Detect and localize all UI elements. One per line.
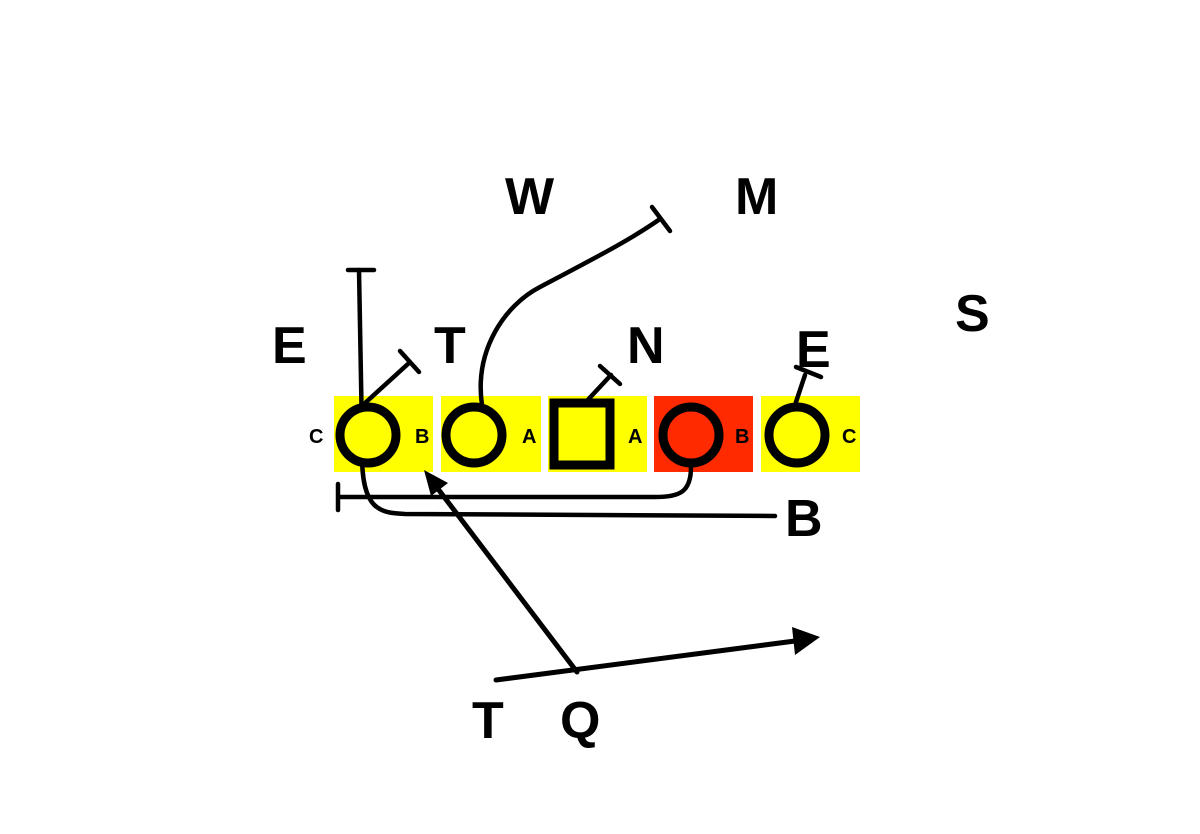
defender-s: S [955, 285, 990, 343]
lineman-left-tackle [335, 402, 401, 468]
route-left-guard-climb-cap [649, 204, 673, 234]
defender-end-right: E [796, 321, 831, 379]
defender-tackle: T [434, 317, 466, 375]
route-right-tackle-block [793, 372, 808, 405]
offense-quarterback: Q [560, 692, 600, 750]
lineman-right-tackle [764, 402, 830, 468]
route-left-guard-climb [478, 216, 663, 408]
defender-end-left: E [272, 317, 307, 375]
gap-label-right-b: B [735, 426, 749, 448]
gap-label-right-c: C [842, 426, 856, 448]
offense-tailback: T [472, 692, 504, 750]
route-tailback-arrowhead [792, 627, 820, 655]
gap-label-left-a: A [522, 426, 536, 448]
lineman-right-guard [658, 402, 724, 468]
route-left-tackle-block-cap [397, 348, 422, 375]
defender-nose: N [627, 317, 665, 375]
route-quarterback-arrowhead [424, 470, 448, 496]
gap-label-right-a: A [628, 426, 642, 448]
route-left-tackle-pull [359, 452, 778, 519]
offense-back: B [785, 490, 823, 548]
route-center-block-cap [597, 363, 623, 387]
defender-m: M [735, 168, 778, 226]
gap-label-left-c: C [309, 426, 323, 448]
defender-w: W [505, 168, 555, 226]
route-right-tackle-block-cap [793, 364, 824, 380]
lineman-left-guard [441, 402, 507, 468]
route-tailback-arrow [493, 638, 798, 683]
gap-label-left-b: B [415, 426, 429, 448]
route-quarterback-arrow [429, 478, 580, 675]
route-left-tackle-block [361, 360, 412, 407]
route-right-guard-pull [336, 464, 694, 500]
lineman-center [549, 398, 615, 470]
